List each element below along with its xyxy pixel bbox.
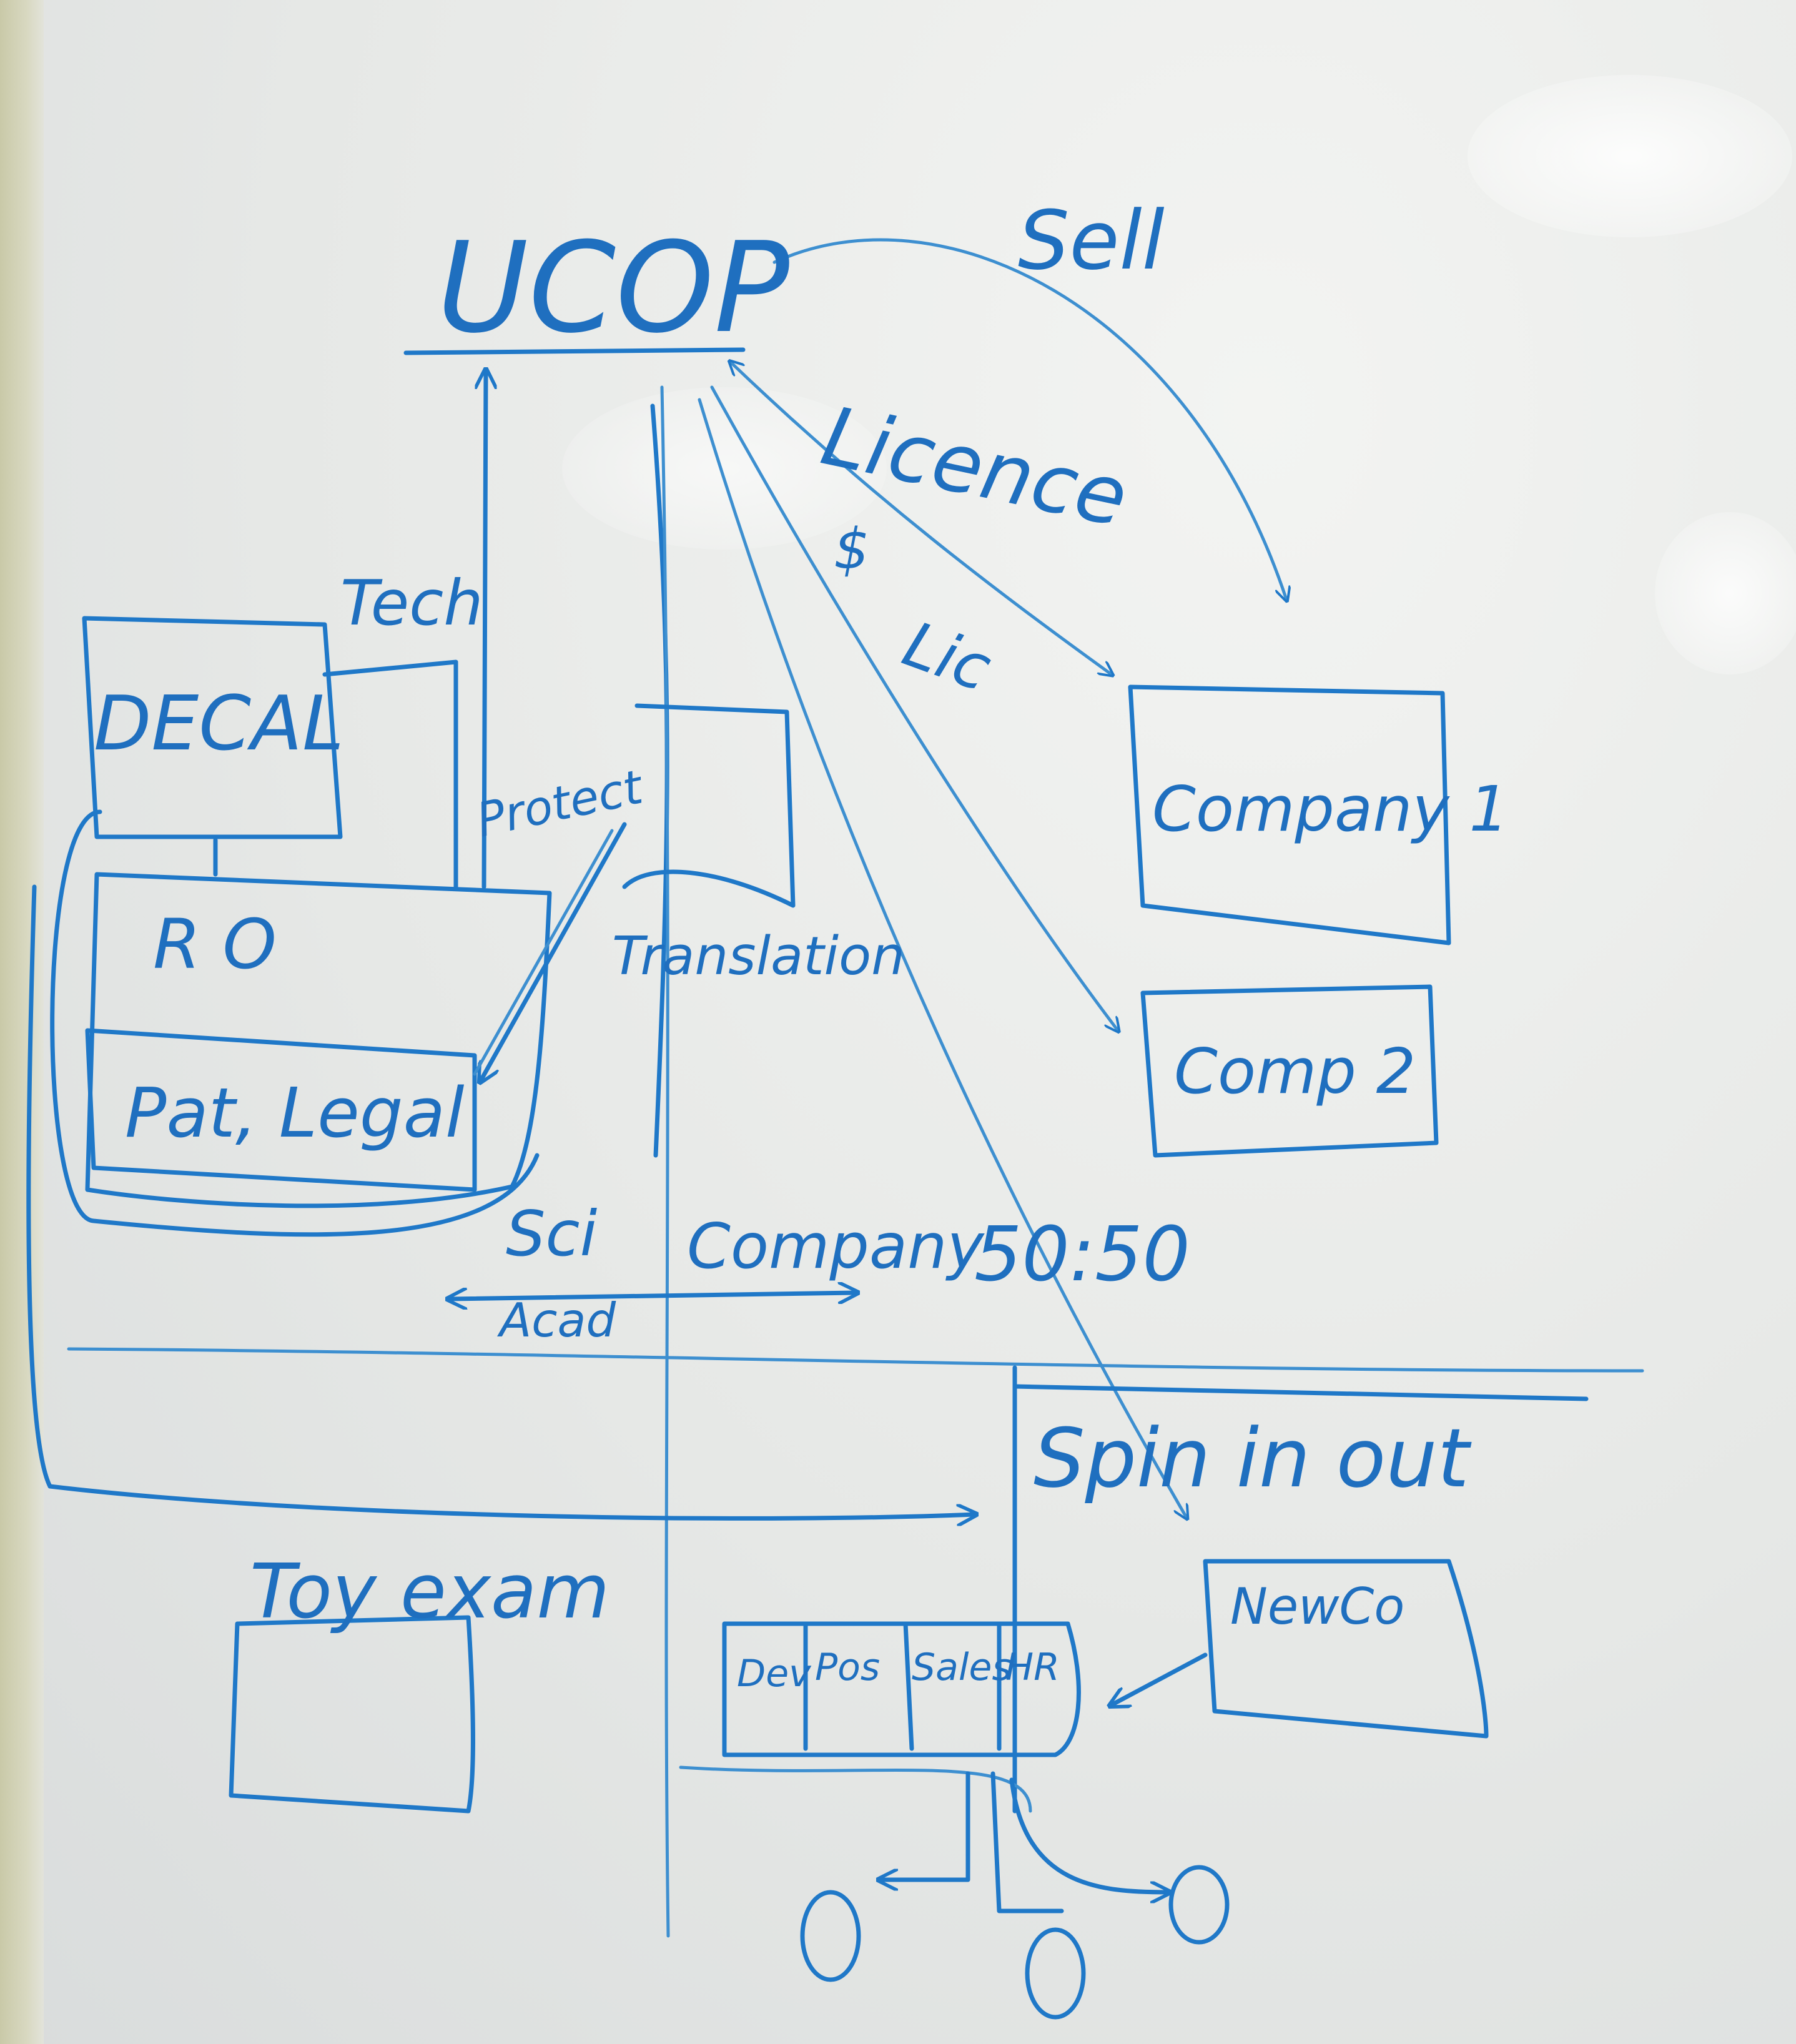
light-glare — [1468, 75, 1792, 237]
decal-label: DECAL — [94, 681, 344, 768]
horizontal-divider — [67, 1347, 1644, 1373]
translation-label: Translation — [612, 926, 905, 987]
translation-box — [622, 703, 796, 908]
newco-label: NewCo — [1230, 1577, 1404, 1636]
ucop-underline — [403, 347, 746, 355]
spin-in-out-label: Spin in out — [1034, 1411, 1472, 1506]
pos-label: Pos — [815, 1646, 880, 1689]
lic-arrow — [710, 385, 1118, 1030]
acad-label: Acad — [497, 1293, 616, 1348]
ucop-label: UCOP — [437, 215, 789, 361]
acad-arrow — [450, 1293, 856, 1299]
branch-right — [1009, 1777, 1168, 1892]
sell-arc — [772, 238, 1286, 600]
org-table-base — [679, 1765, 1032, 1813]
sell-label: Sell — [1018, 193, 1165, 288]
ro-box — [85, 872, 552, 1208]
spin-box — [1012, 1365, 1589, 1814]
sci-label: Sci — [506, 1197, 597, 1270]
toy-exam-label: Toy exam — [250, 1549, 609, 1636]
tech-label: Tech — [340, 566, 483, 639]
node-circle — [1025, 1927, 1086, 2020]
comp2-box — [1140, 984, 1439, 1158]
comp2-label: Comp 2 — [1174, 1035, 1416, 1108]
outer-loop — [50, 809, 540, 1237]
light-glare — [1655, 512, 1796, 674]
ro-label: R O — [153, 904, 277, 984]
pat-legal-box — [85, 1028, 477, 1192]
ratio-label: 50:50 — [974, 1212, 1190, 1298]
tech-arrow — [484, 372, 486, 889]
protect-label: Protect — [471, 759, 648, 847]
decal-box — [82, 616, 343, 839]
bottom-loop — [26, 884, 974, 1518]
hr-label: HR — [1005, 1646, 1060, 1689]
company-label: Company — [687, 1210, 985, 1283]
toy-exam-box — [229, 1615, 475, 1814]
branch-mid — [990, 1771, 1064, 1913]
branch-left — [881, 1771, 970, 1880]
decal-connector — [322, 659, 458, 889]
translation-arrow-2 — [473, 829, 614, 1076]
newco-arrow — [1112, 1652, 1208, 1705]
lic-label: Lic — [894, 608, 1000, 706]
pat-legal-label: Pat, Legal — [125, 1073, 465, 1153]
vertical-line-divider — [660, 385, 670, 1938]
company1-box — [1128, 684, 1451, 945]
dollar-label: $ — [834, 516, 869, 582]
licence-arrow — [731, 362, 1112, 674]
org-table — [722, 1621, 1081, 1757]
company1-label: Company 1 — [1152, 773, 1509, 846]
node-circle — [800, 1890, 861, 1982]
node-circle — [1168, 1865, 1230, 1945]
whiteboard-frame — [0, 0, 44, 2044]
newco-box — [1203, 1559, 1489, 1739]
dev-label: Dev — [737, 1652, 812, 1696]
translation-arrow — [481, 822, 627, 1080]
sales-label: Sales — [912, 1646, 1012, 1689]
